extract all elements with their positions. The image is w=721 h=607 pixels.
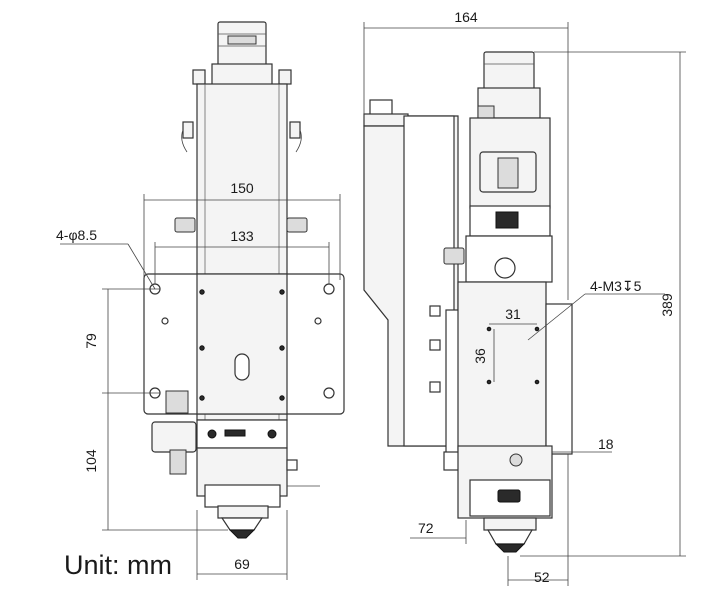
dim-133-label: 133: [230, 228, 254, 244]
dim-164-label: 164: [454, 9, 478, 25]
unit-label: Unit: mm: [64, 550, 172, 580]
dim-69-label: 69: [234, 556, 250, 572]
dim-31-label: 31: [505, 306, 521, 322]
dim-79-label: 79: [83, 333, 99, 349]
dim-72-label: 72: [418, 520, 434, 536]
dim-thread-spec: 4-M3↧5: [590, 278, 642, 294]
dim-36-label: 36: [472, 348, 488, 364]
dim-52-label: 52: [534, 569, 550, 585]
side-view: 164 389 4-M3↧5 31 36 18 72 52: [363, 9, 686, 586]
side-top-coupling: [483, 51, 535, 93]
dim-18-label: 18: [598, 436, 614, 452]
dim-hole-spec: 4-φ8.5: [56, 227, 97, 243]
front-fitting-left: [192, 69, 206, 85]
side-mount-block: [457, 281, 547, 451]
dim-389-label: 389: [659, 293, 675, 317]
dim-104-label: 104: [83, 449, 99, 473]
dim-150-label: 150: [230, 180, 254, 196]
side-nozzle: [486, 529, 534, 545]
front-nozzle: [220, 517, 264, 531]
front-view: 150 133 4-φ8.5 79 104 69: [56, 21, 345, 580]
